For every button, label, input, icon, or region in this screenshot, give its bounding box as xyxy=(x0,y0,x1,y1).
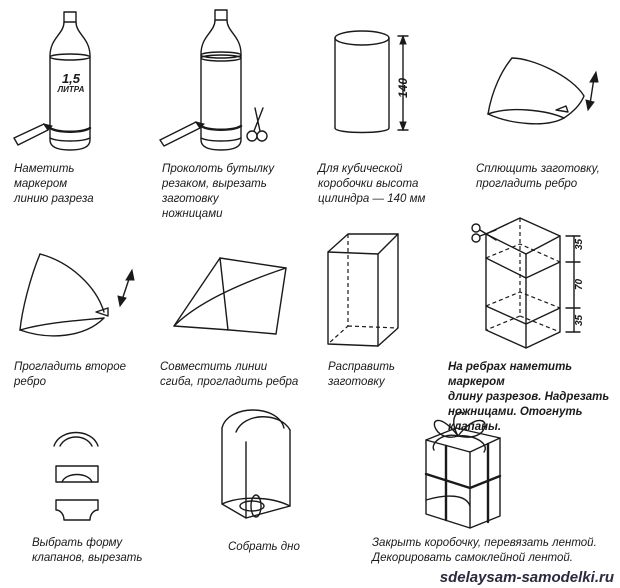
bottle-volume: 1,5 xyxy=(61,71,81,86)
flattened-blank-1 xyxy=(487,57,599,125)
bottle-volume-label: 1,5 ЛИТРА xyxy=(57,72,85,95)
step-10-caption: Собрать дно xyxy=(228,541,300,553)
cylinder-height-label: 140 xyxy=(396,77,410,98)
gift-box xyxy=(424,411,502,529)
dimension-top: 35 xyxy=(574,238,585,250)
cylinder-140 xyxy=(334,30,409,134)
step-4-caption: Сплющить заготовку, прогладить ребро xyxy=(476,163,600,190)
watermark: sdelaysam-samodelki.ru xyxy=(439,569,614,586)
flap-shapes xyxy=(53,431,99,521)
step-9-caption: Выбрать форму клапанов, вырезать xyxy=(32,537,143,564)
step-1-caption: Наметить маркером линию разреза xyxy=(14,163,94,205)
marked-box xyxy=(471,217,581,349)
step-3-caption: Для кубической коробочки высота цилиндра… xyxy=(318,163,426,205)
step-2-caption: Проколоть бутылку резаком, вырезать заго… xyxy=(162,163,275,220)
step-6-caption: Совместить линии сгиба, прогладить ребра xyxy=(160,361,299,388)
bottle-unit: ЛИТРА xyxy=(57,85,85,94)
step-8-caption: На ребрах наметить маркером длину разрез… xyxy=(448,361,610,433)
bottle-with-cutter xyxy=(159,9,268,151)
dimension-middle: 70 xyxy=(574,278,585,290)
aligned-folds xyxy=(173,257,287,335)
step-11-caption: Закрыть коробочку, перевязать лентой. Де… xyxy=(372,537,597,564)
step-7-caption: Расправить заготовку xyxy=(328,361,395,388)
step-5-caption: Прогладить второе ребро xyxy=(14,361,127,388)
bottle-with-marker xyxy=(13,11,92,151)
dimension-bottom: 35 xyxy=(574,314,585,326)
unfolded-blank xyxy=(327,233,399,347)
flattened-blank-2 xyxy=(19,253,135,337)
assembled-bottom xyxy=(221,409,291,519)
